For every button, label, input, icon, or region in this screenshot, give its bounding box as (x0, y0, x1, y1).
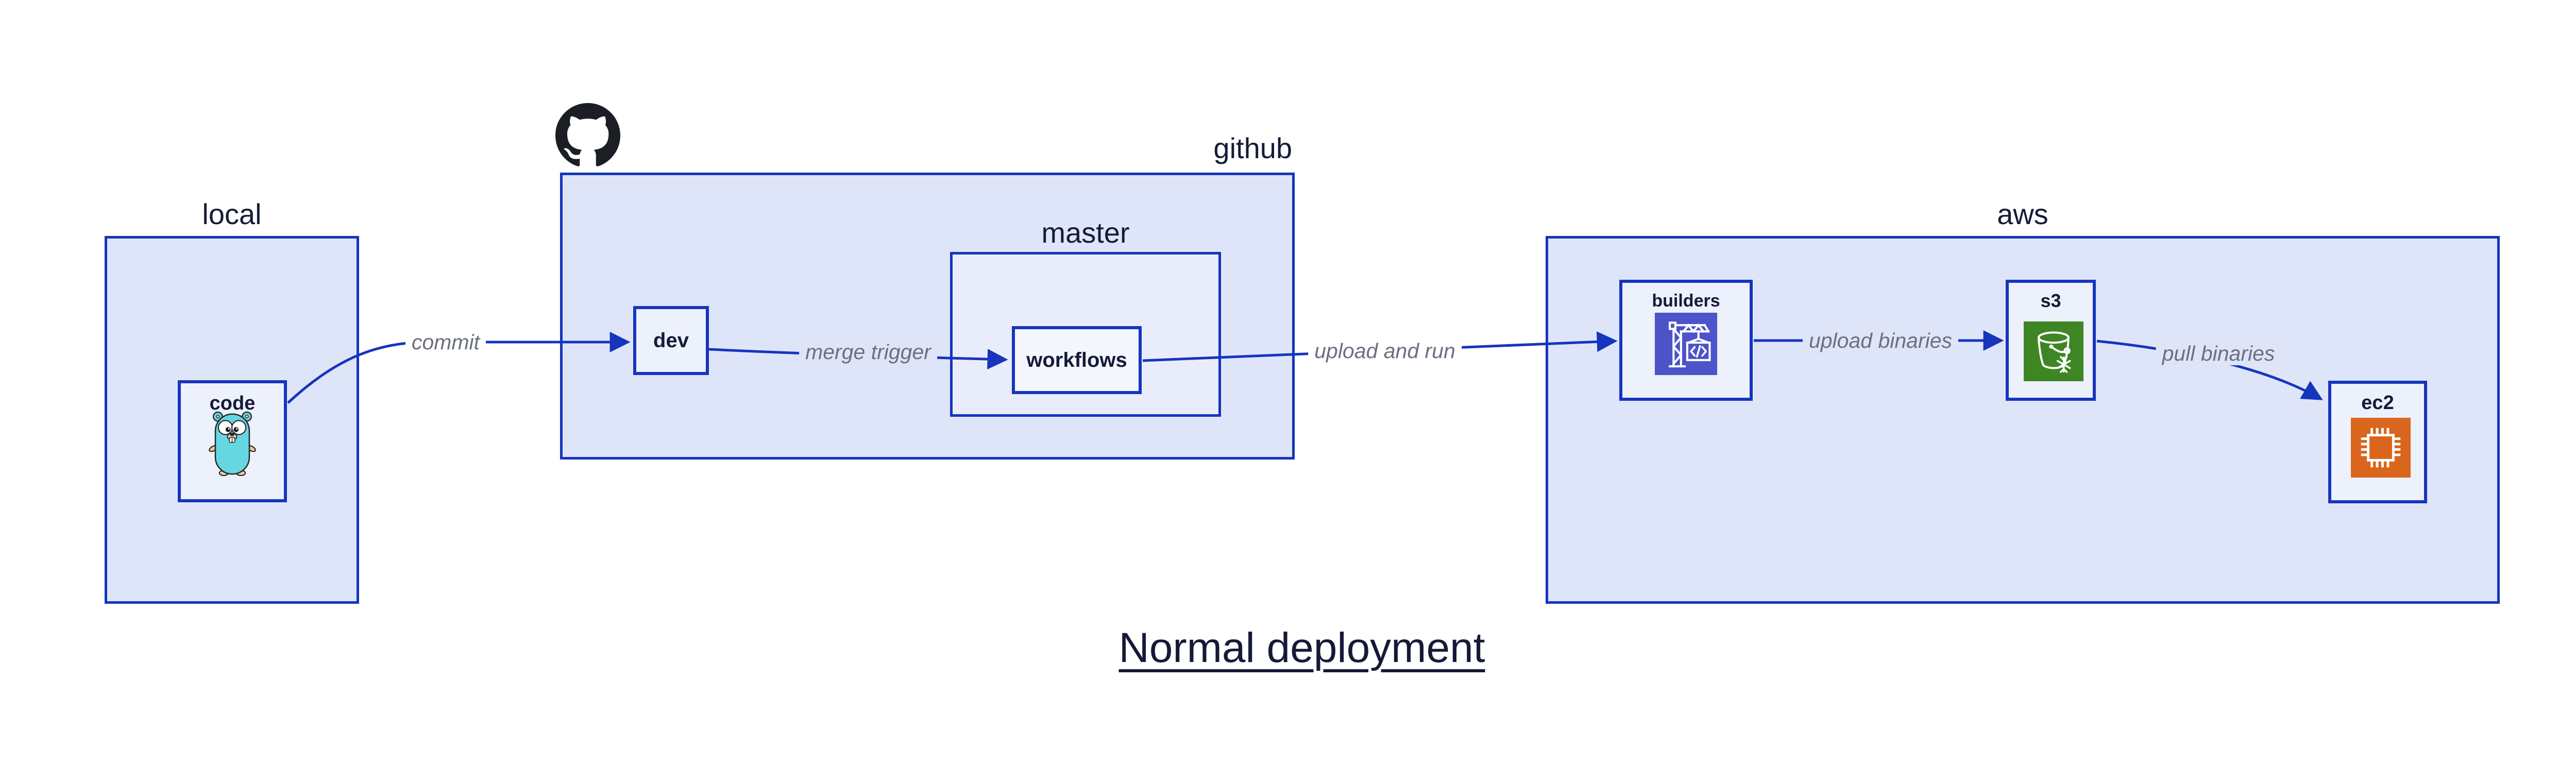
workflows-node: workflows (1012, 326, 1142, 394)
dev-node: dev (633, 306, 709, 375)
aws-ec2-chip-icon (2351, 418, 2411, 478)
code-node: code (178, 380, 287, 502)
s3-node: s3 (2006, 280, 2096, 401)
upload-and-run-arrow-label: upload and run (1308, 339, 1462, 363)
pull-binaries-arrow-label: pull binaries (2156, 342, 2281, 365)
builders-node: builders (1619, 280, 1753, 401)
dev-node-label: dev (653, 329, 689, 352)
master-region-label: master (1041, 216, 1130, 249)
local-region-label: local (202, 198, 262, 230)
code-node-label: code (209, 393, 256, 414)
workflows-node-label: workflows (1026, 349, 1127, 371)
s3-node-label: s3 (2040, 290, 2061, 311)
upload-binaries-arrow-label: upload binaries (1802, 329, 1959, 352)
page-title: Normal deployment (1118, 624, 1485, 671)
ec2-node: ec2 (2328, 381, 2427, 503)
commit-arrow-label: commit (405, 330, 486, 354)
builders-node-label: builders (1652, 291, 1720, 311)
github-octocat-icon (555, 103, 620, 168)
github-region-label: github (1213, 132, 1292, 164)
merge-trigger-arrow-label: merge trigger (799, 340, 937, 364)
aws-codebuild-crane-icon (1655, 313, 1717, 375)
ec2-node-label: ec2 (2361, 392, 2394, 414)
go-gopher-icon (207, 410, 258, 477)
aws-s3-bucket-snowflake-icon (2024, 321, 2083, 381)
aws-region-label: aws (1997, 198, 2048, 230)
